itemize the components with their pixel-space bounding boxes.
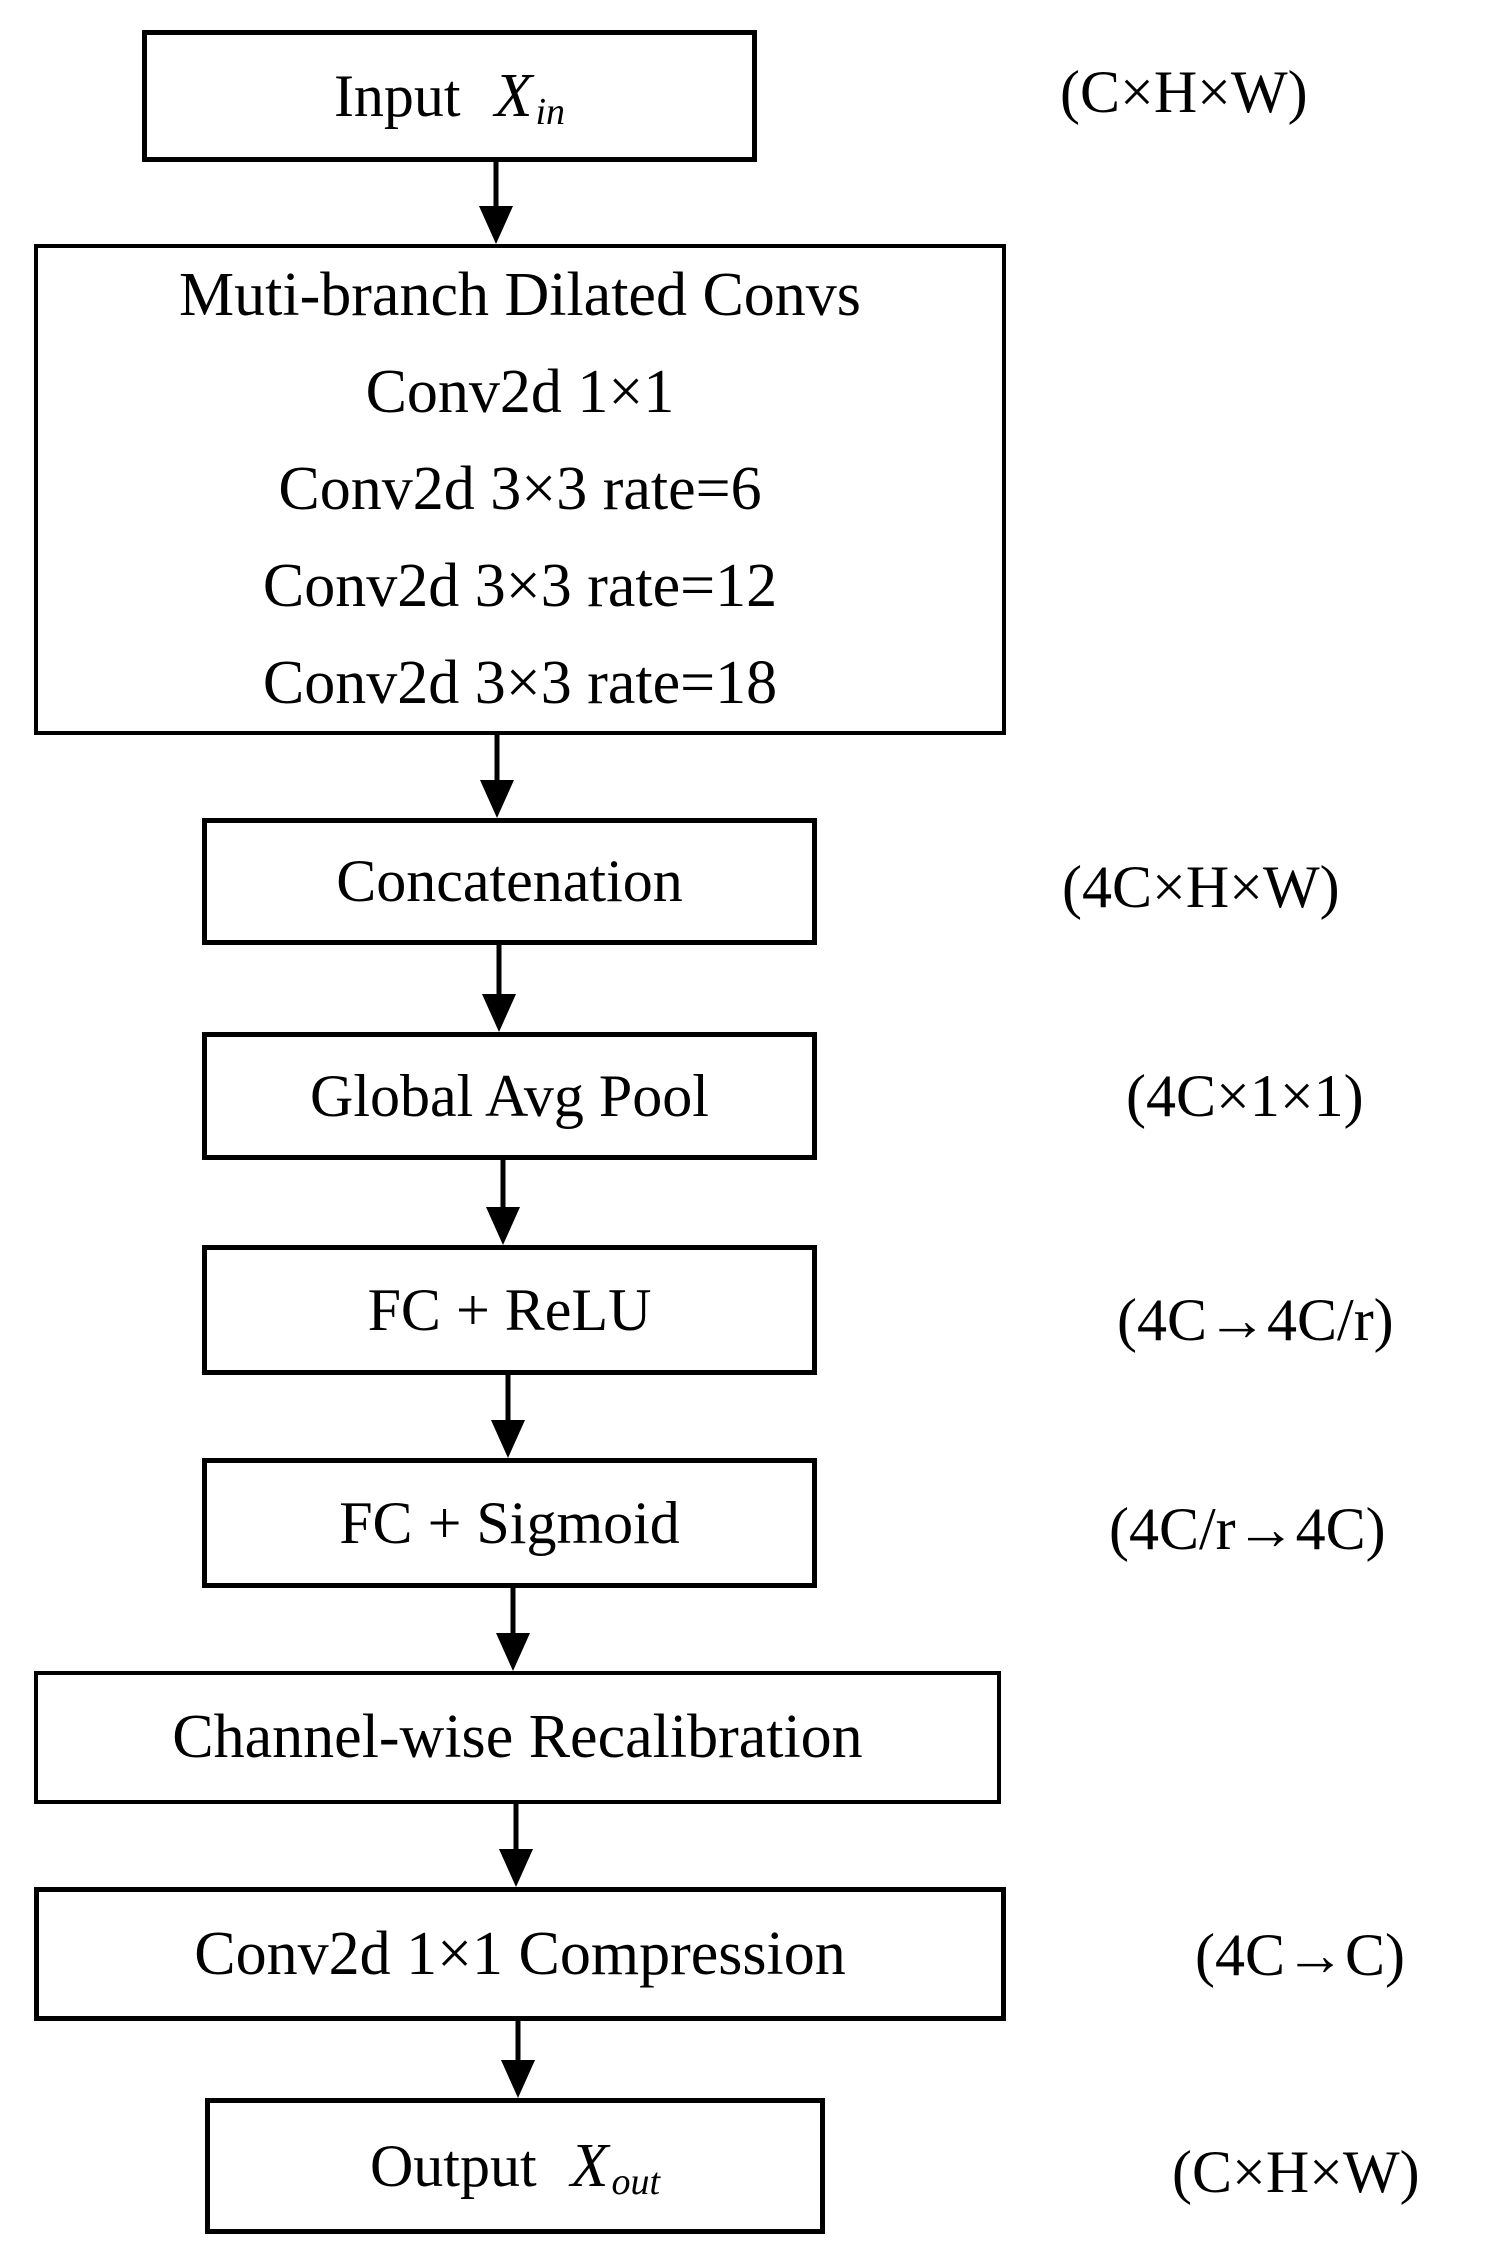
node-conv2d-1x1-compression: Conv2d 1×1 Compression: [34, 1887, 1006, 2021]
node-output-variable: X: [570, 2131, 609, 2200]
flow-arrow-concat-to-gap: [482, 945, 516, 1032]
arrow-shaft: [493, 162, 499, 208]
flow-arrow-multibranch-to-concat: [480, 735, 514, 818]
arrow-head-icon: [486, 1207, 520, 1245]
node-input-variable: X: [494, 61, 533, 130]
arrow-head-icon: [480, 780, 514, 818]
flow-arrow-gap-to-fcrelu: [486, 1160, 520, 1245]
arrow-head-icon: [482, 994, 516, 1032]
annotation-input-shape: (C×H×W): [1060, 59, 1308, 125]
arrow-shaft: [515, 2021, 521, 2062]
flow-arrow-fcsigmoid-to-recal: [496, 1588, 530, 1671]
annotation-concat-shape: (4C×H×W): [1062, 854, 1340, 920]
arrow-head-icon: [499, 1849, 533, 1887]
arrow-head-icon: [479, 206, 513, 244]
node-channel-wise-recalibration-label: Channel-wise Recalibration: [172, 1703, 863, 1771]
node-multi-branch-dilated-convs: Muti-branch Dilated Convs Conv2d 1×1 Con…: [34, 244, 1006, 735]
node-channel-wise-recalibration: Channel-wise Recalibration: [34, 1671, 1001, 1804]
arrow-head-icon: [496, 1633, 530, 1671]
arrow-shaft: [500, 1160, 506, 1209]
multibranch-line-title: Muti-branch Dilated Convs: [179, 261, 861, 329]
multibranch-line-conv3x3-rate6: Conv2d 3×3 rate=6: [278, 455, 762, 523]
node-conv2d-1x1-compression-label: Conv2d 1×1 Compression: [194, 1919, 846, 1988]
node-concatenation-label: Concatenation: [336, 848, 683, 914]
multibranch-line-conv1x1: Conv2d 1×1: [365, 358, 675, 426]
flow-arrow-input-to-multibranch: [479, 162, 513, 244]
annotation-compression-shape: (4C→C): [1195, 1922, 1405, 1988]
node-global-avg-pool-label: Global Avg Pool: [310, 1062, 709, 1129]
annotation-fc-sigmoid-shape: (4C/r→4C): [1109, 1496, 1386, 1562]
arrow-head-icon: [501, 2060, 535, 2098]
node-global-avg-pool: Global Avg Pool: [202, 1032, 817, 1160]
node-output-variable-subscript: out: [611, 2161, 661, 2203]
arrow-head-icon: [491, 1420, 525, 1458]
node-input-label: Input: [333, 62, 461, 129]
node-fc-sigmoid-label: FC + Sigmoid: [339, 1489, 680, 1556]
annotation-fc-relu-shape: (4C→4C/r): [1117, 1287, 1394, 1353]
arrow-shaft: [496, 945, 502, 996]
node-fc-sigmoid: FC + Sigmoid: [202, 1458, 817, 1588]
multibranch-line-conv3x3-rate18: Conv2d 3×3 rate=18: [262, 649, 778, 717]
flow-arrow-recal-to-compression: [499, 1804, 533, 1887]
node-fc-relu: FC + ReLU: [202, 1245, 817, 1375]
flow-arrow-compression-to-output: [501, 2021, 535, 2098]
node-output-label: Output: [369, 2132, 537, 2199]
flow-arrow-fcrelu-to-fcsigmoid: [491, 1375, 525, 1458]
node-input-variable-subscript: in: [535, 91, 566, 133]
node-fc-relu-label: FC + ReLU: [367, 1276, 652, 1343]
arrow-shaft: [494, 735, 500, 782]
multibranch-line-conv3x3-rate12: Conv2d 3×3 rate=12: [262, 552, 778, 620]
arrow-shaft: [513, 1804, 519, 1851]
arrow-shaft: [510, 1588, 516, 1635]
annotation-output-shape: (C×H×W): [1172, 2139, 1420, 2205]
node-concatenation: Concatenation: [202, 818, 817, 945]
annotation-gap-shape: (4C×1×1): [1126, 1063, 1364, 1129]
arrow-shaft: [505, 1375, 511, 1422]
